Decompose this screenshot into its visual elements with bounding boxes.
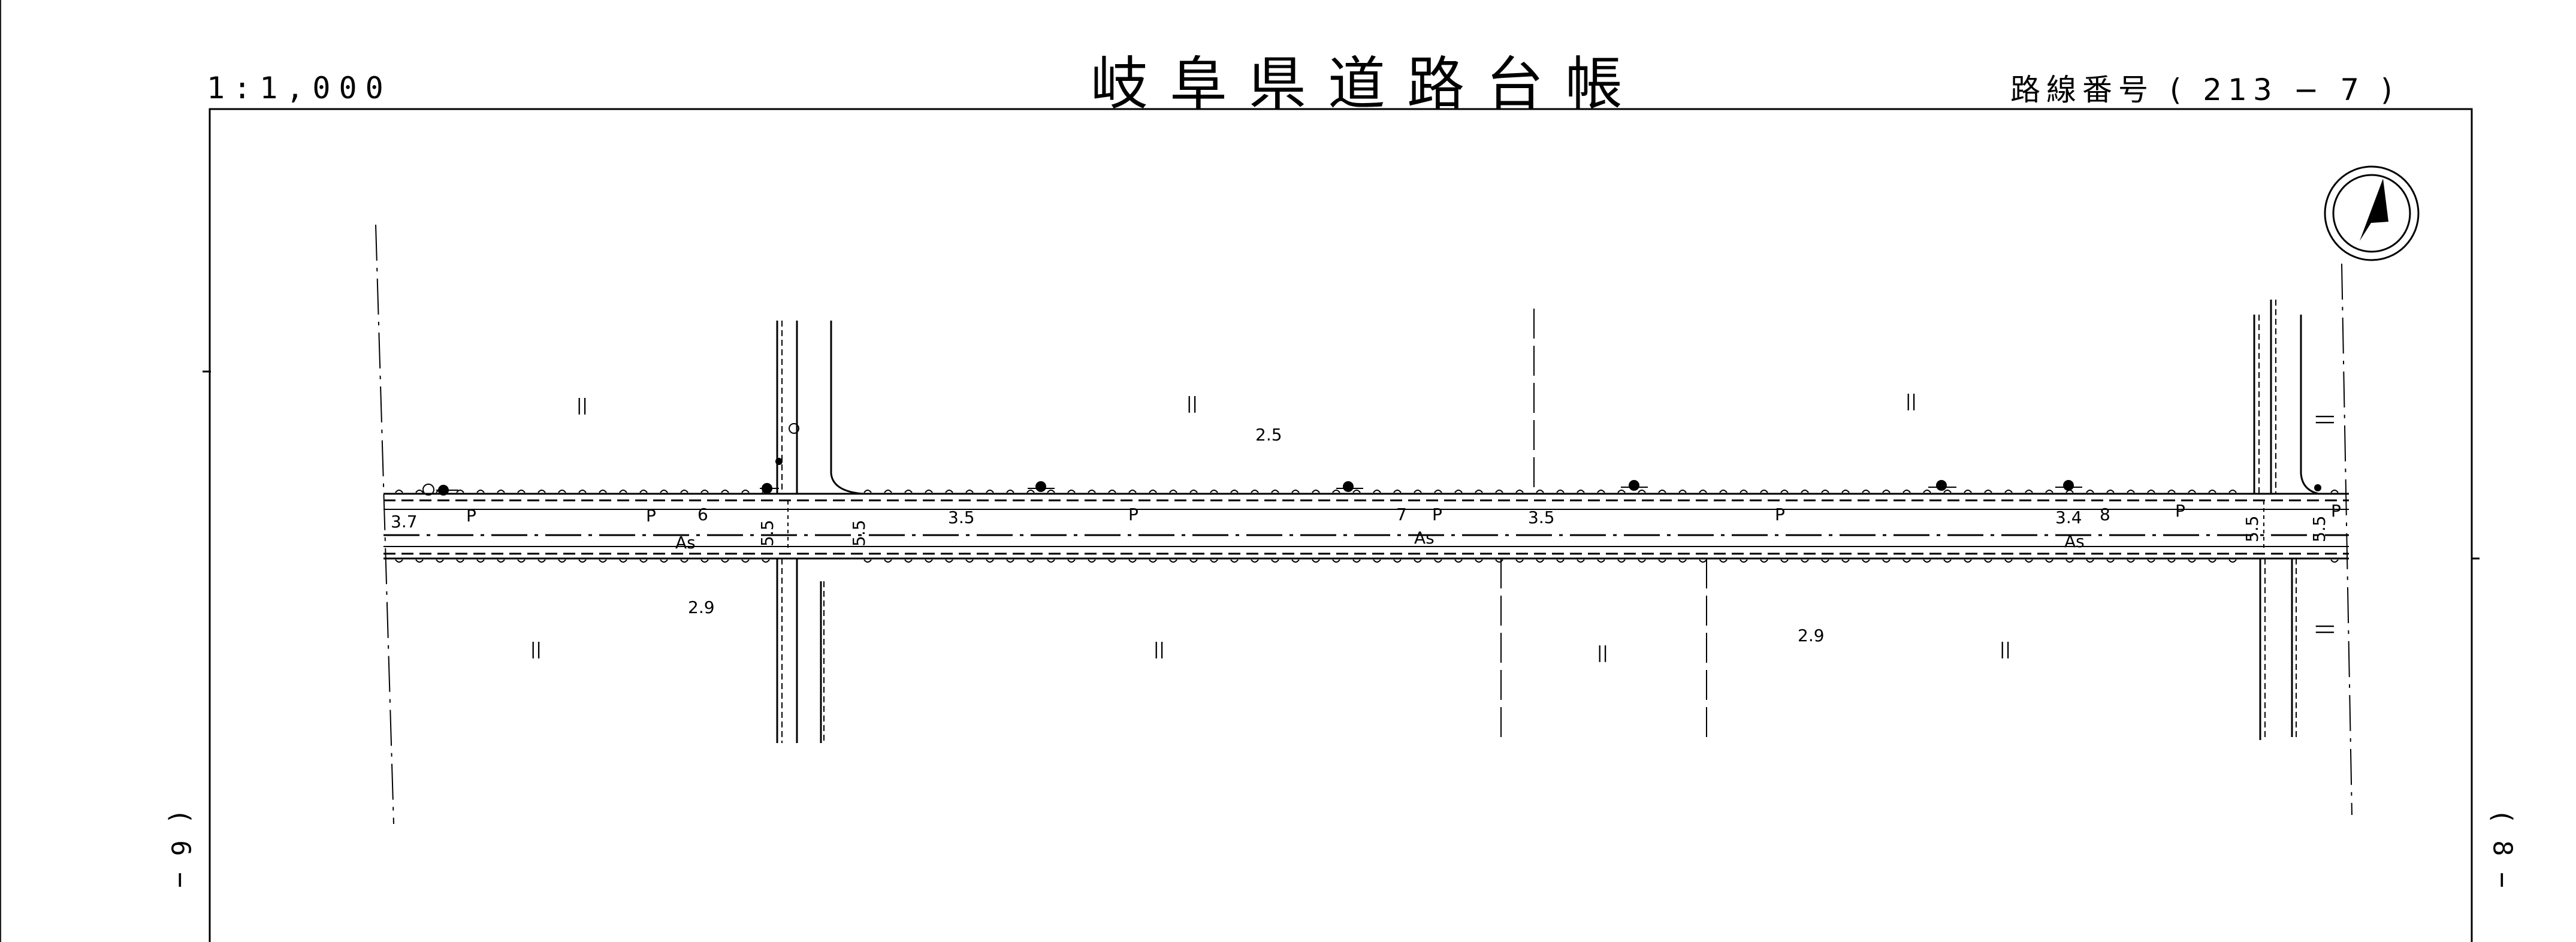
parcel-mark: || [1905,391,1917,410]
sheet-left-edge [0,0,1,942]
elevation-label: 3.5 [1528,508,1555,527]
elevation-label: 3.7 [391,512,418,532]
parcel-mark: || [530,639,542,659]
elevation-label: 2.9 [688,597,715,617]
parcel-mark: || [1597,642,1608,662]
parcel-marks-vertical: || || [2315,413,2336,635]
road-width-label: 5.5 [2242,515,2262,542]
route-number: 路線番号 ( 213 − 7 ) [2010,66,2399,109]
main-road [383,493,2349,560]
parcel-mark: || [1153,639,1165,659]
map-labels: 3.7 3.5 3.5 3.4 2.5 2.9 2.9 6 7 8 As As … [391,391,2341,662]
side-road-left [776,321,863,743]
road-width-label: 5.5 [757,520,777,547]
map-scale: 1:1,000 [207,71,392,105]
manhole-marker [422,484,434,496]
north-arrow-icon [2324,165,2420,261]
road-width-label: 5.5 [849,520,869,547]
parcel-mark: || [2315,413,2336,425]
lane-number: 8 [2100,505,2110,524]
route-label: 路線番号 [2010,73,2154,107]
sidewalk-label: P [1775,505,1785,524]
pole-marker [789,423,799,434]
page-title: 岐阜県道路台帳 [1091,50,1644,117]
pavement-label: As [1414,528,1435,548]
parcel-boundaries [375,224,2352,825]
elevation-label: 2.9 [1798,626,1825,645]
side-road-right [2253,300,2320,740]
lane-number: 7 [1396,505,1407,524]
road-width-labels: 5.5 5.5 5.5 5.5 [757,515,2329,547]
map-frame [209,108,2473,942]
route-value: ( 213 − 7 ) [2169,73,2399,107]
sidewalk-label: P [1128,505,1138,524]
sidewalk-label: P [2331,501,2341,521]
street-lights [436,458,2321,496]
parcel-mark: || [1186,393,1198,413]
sidewalk-label: P [466,506,476,526]
lane-number: 6 [697,505,708,524]
pavement-label: As [675,533,696,552]
parcel-mark: || [2315,623,2336,635]
parcel-mark: || [2000,639,2011,659]
parcel-mark: || [576,395,588,415]
sidewalk-label: P [1432,505,1442,524]
elevation-label: 3.4 [2055,508,2082,527]
road-width-label: 5.5 [2309,515,2329,542]
sidewalk-label: P [646,506,656,526]
elevation-label: 3.5 [948,508,975,527]
pavement-label: As [2064,532,2085,551]
sidewalk-label: P [2175,501,2185,521]
elevation-label: 2.5 [1255,425,1282,445]
